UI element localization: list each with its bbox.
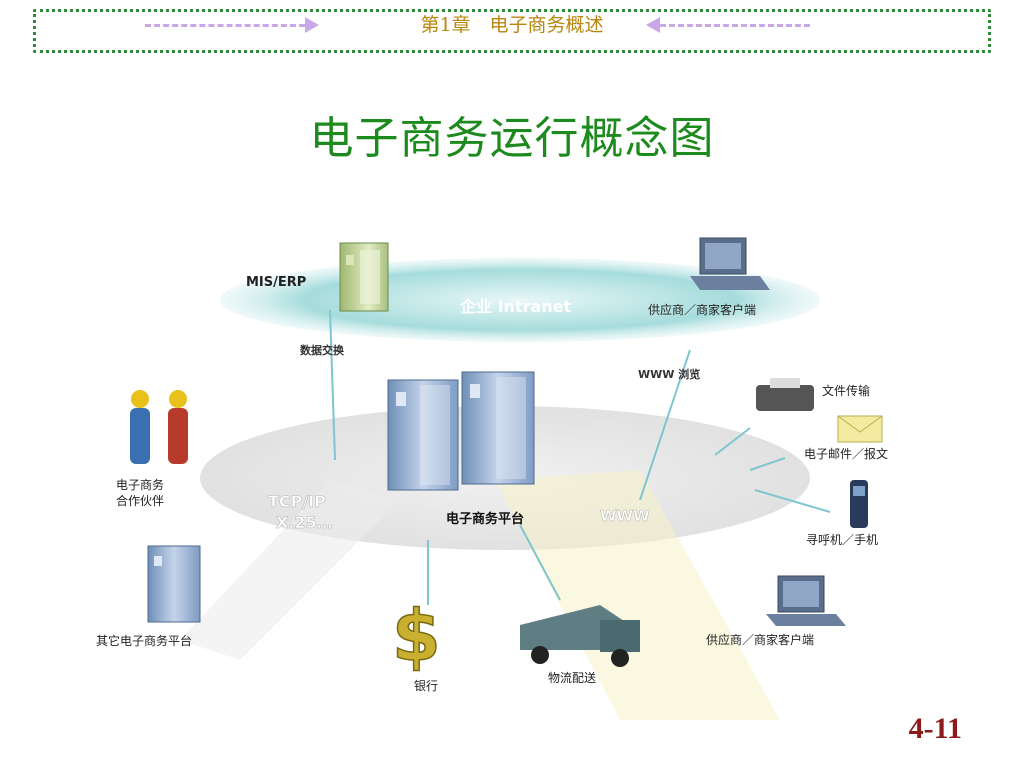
- supplier-client-top-label: 供应商／商家客户端: [648, 302, 756, 317]
- email-label: 电子邮件／报文: [804, 446, 888, 461]
- email-line: [749, 457, 786, 471]
- tcpip-label-line2: X.25…: [276, 513, 333, 532]
- partner-people-icon: [130, 390, 188, 464]
- chapter-title: 第1章 电子商务概述: [420, 14, 604, 36]
- partner-label-line2: 合作伙伴: [116, 493, 164, 508]
- header-arrow-left-line: [145, 24, 305, 27]
- slide-title: 电子商务运行概念图: [309, 113, 715, 164]
- logistics-label: 物流配送: [548, 670, 596, 685]
- computer-top-icon: [690, 237, 770, 290]
- other-platform-label: 其它电子商务平台: [96, 633, 192, 648]
- fax-label: 文件传输: [822, 383, 870, 398]
- header-arrow-right-line: [660, 24, 810, 27]
- www-browse-line: [639, 349, 691, 501]
- data-exchange-line: [329, 309, 336, 461]
- page-number: 4-11: [908, 712, 962, 745]
- fax-line: [714, 427, 751, 456]
- mis-erp-label: MIS/ERP: [246, 275, 306, 290]
- truck-icon: [520, 605, 640, 667]
- other-platform-server-icon: [147, 545, 201, 623]
- envelope-icon: [837, 415, 883, 443]
- intranet-label: 企业 Intranet: [459, 297, 571, 316]
- tcpip-label-line1: TCP/IP: [268, 492, 326, 511]
- platform-label: 电子商务平台: [446, 511, 524, 527]
- light-beam-left: [180, 480, 400, 660]
- central-servers-icon: [387, 371, 535, 491]
- mobile-phone-icon: [850, 480, 868, 528]
- mis-erp-server-icon: [339, 242, 389, 312]
- www-browse-label: WWW 浏览: [638, 367, 700, 381]
- fax-machine-icon: [756, 378, 814, 411]
- pager-label: 寻呼机／手机: [806, 533, 878, 547]
- computer-bottom-icon: [766, 575, 846, 626]
- www-label: WWW: [600, 507, 650, 525]
- pager-line: [754, 489, 831, 513]
- light-beam-yellow: [495, 470, 780, 720]
- supplier-client-bottom-label: 供应商／商家客户端: [706, 632, 814, 647]
- header-arrow-right-icon: [305, 17, 319, 33]
- partner-label-line1: 电子商务: [116, 477, 164, 492]
- bank-label: 银行: [414, 679, 438, 693]
- data-exchange-label: 数据交换: [300, 343, 345, 357]
- header-arrow-left-icon: [646, 17, 660, 33]
- logistics-line: [519, 524, 561, 601]
- dollar-icon: $: [392, 595, 441, 677]
- chapter-header-box: [33, 9, 991, 53]
